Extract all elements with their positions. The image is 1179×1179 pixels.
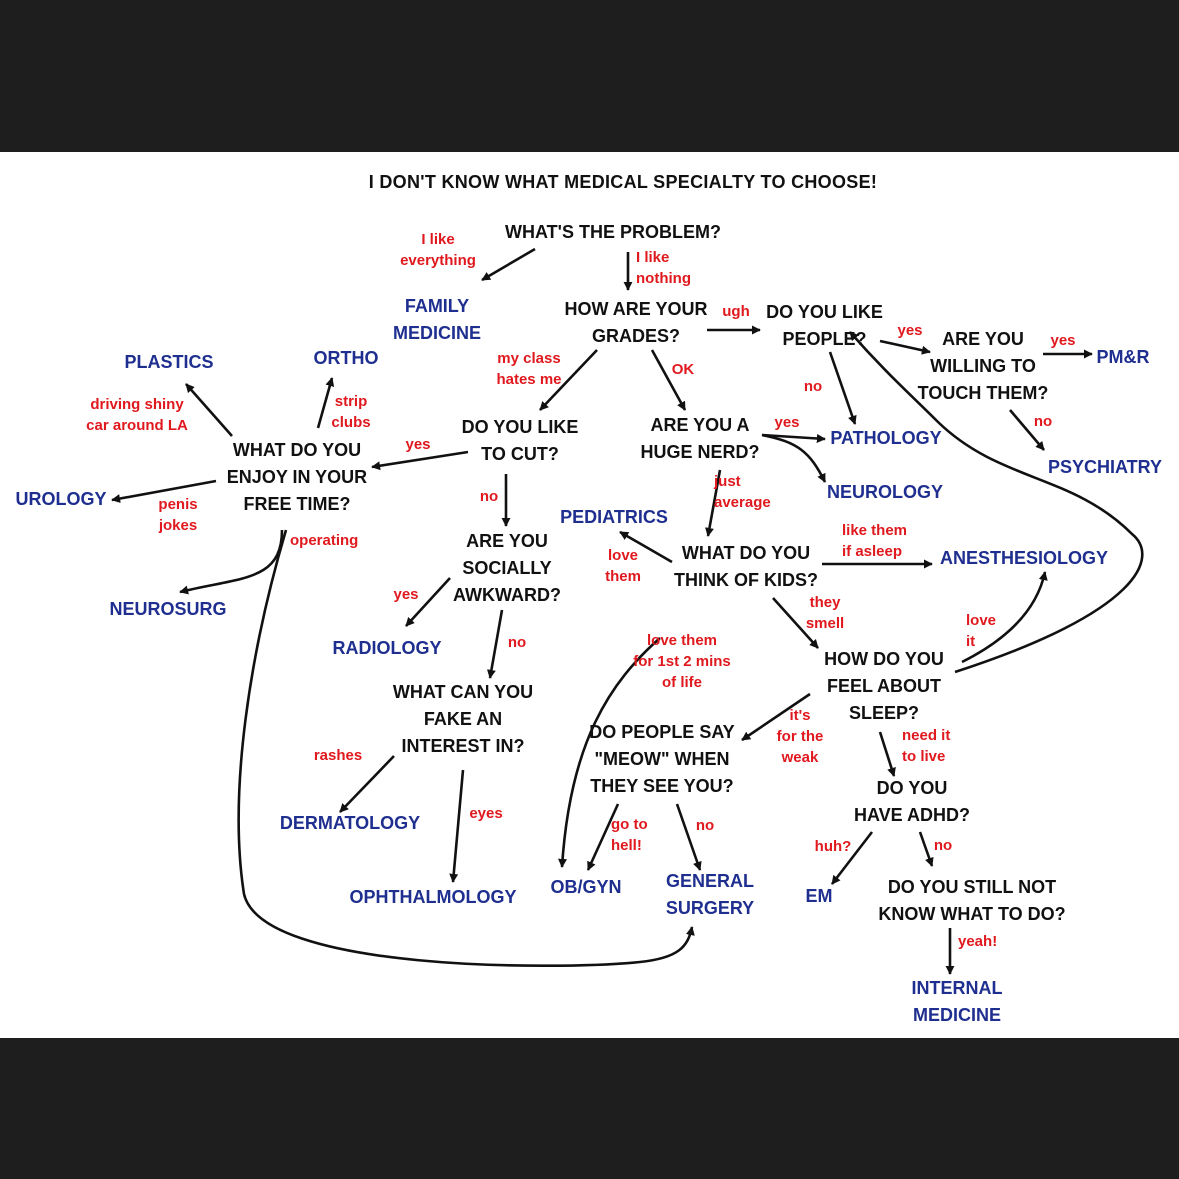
- answer-huh: huh?: [814, 838, 852, 855]
- question-whats-the-problem: WHAT'S THE PROBLEM?: [505, 222, 721, 242]
- answer-rashes: rashes: [313, 747, 363, 764]
- arrow-sleep-to-people: [849, 331, 1144, 674]
- arrow-fake-to-dermatology: [339, 755, 395, 813]
- arrow-meow-to-gensurg: [675, 803, 702, 871]
- arrow-freetime-to-neurosurg: [179, 529, 284, 595]
- arrow-awkward-to-radiology: [405, 577, 451, 627]
- arrow-grades-to-cut: [539, 349, 598, 411]
- flowchart-canvas: I DON'T KNOW WHAT MEDICAL SPECIALTY TO C…: [0, 152, 1179, 1038]
- page-title: I DON'T KNOW WHAT MEDICAL SPECIALTY TO C…: [368, 172, 878, 192]
- answer-yes-pmr: yes: [1050, 332, 1076, 349]
- arrow-nerd-to-neurology: [761, 433, 827, 483]
- answer-no-adhd: no: [933, 837, 953, 854]
- specialty-pathology: PATHOLOGY: [830, 428, 942, 448]
- arrow-kids-to-pediatrics: [619, 530, 673, 564]
- arrow-freetime-to-ortho: [316, 377, 335, 429]
- answer-yes-touch: yes: [897, 322, 923, 339]
- answer-yeah: yeah!: [958, 933, 998, 950]
- arrow-grades-to-nerd: [650, 349, 687, 411]
- answer-no-psychiatry: no: [1033, 413, 1053, 430]
- answer-yes-radiology: yes: [393, 586, 419, 603]
- specialty-urology: UROLOGY: [15, 489, 107, 509]
- arrow-nerd-to-kids: [705, 469, 722, 537]
- answer-ugh: ugh: [722, 303, 750, 320]
- answer-ok: OK: [671, 361, 695, 378]
- specialty-anesthesiology: ANESTHESIOLOGY: [939, 548, 1109, 568]
- arrow-people-to-touch: [879, 339, 931, 355]
- specialty-ophthalmology: OPHTHALMOLOGY: [349, 887, 517, 907]
- arrow-sleep-to-anesthesiology: [961, 571, 1048, 664]
- arrow-kids-to-sleep: [772, 597, 819, 649]
- specialty-pmr: PM&R: [1096, 347, 1150, 367]
- arrow-adhd-to-still: [918, 831, 934, 867]
- arrow-fake-to-ophthalmology: [449, 769, 465, 883]
- arrow-freetime-to-plastics: [185, 383, 233, 437]
- arrow-awkward-to-fake: [486, 609, 504, 679]
- specialty-radiology: RADIOLOGY: [332, 638, 442, 658]
- answer-no-awkward: no: [507, 634, 527, 651]
- arrow-problem-to-family: [481, 247, 536, 282]
- specialty-psychiatry: PSYCHIATRY: [1047, 457, 1162, 477]
- specialty-plastics: PLASTICS: [124, 352, 214, 372]
- arrow-sleep-to-adhd: [878, 731, 896, 777]
- specialty-neurosurg: NEUROSURG: [109, 599, 227, 619]
- arrow-sleep-to-meow: [741, 692, 811, 742]
- answer-no-cut: no: [479, 488, 499, 505]
- specialty-neurology: NEUROLOGY: [826, 482, 943, 502]
- answer-yes-cut: yes: [405, 436, 431, 453]
- specialty-ortho: ORTHO: [313, 348, 379, 368]
- answer-yes-nerd: yes: [774, 414, 800, 431]
- answer-eyes: eyes: [469, 805, 503, 822]
- arrow-freetime-to-gensurg: [237, 529, 695, 968]
- flowchart-arrows: [111, 247, 1144, 975]
- arrow-freetime-to-urology: [111, 479, 217, 503]
- specialty-ob-gyn: OB/GYN: [550, 877, 622, 897]
- answer-no-surgery: no: [695, 817, 715, 834]
- arrow-nerd-to-pathology: [761, 433, 826, 443]
- answer-operating: operating: [290, 532, 359, 549]
- specialty-dermatology: DERMATOLOGY: [279, 813, 421, 833]
- specialty-pediatrics: PEDIATRICS: [560, 507, 668, 527]
- arrow-touch-to-psychiatry: [1009, 409, 1045, 451]
- arrow-kids-to-obgyn: [558, 637, 661, 868]
- arrow-meow-to-obgyn: [586, 803, 620, 871]
- arrow-cut-to-freetime: [371, 450, 469, 471]
- specialty-em: EM: [805, 886, 833, 906]
- arrow-people-to-pathology: [828, 351, 857, 425]
- answer-no-pathology: no: [803, 378, 823, 395]
- arrow-adhd-to-em: [830, 831, 874, 885]
